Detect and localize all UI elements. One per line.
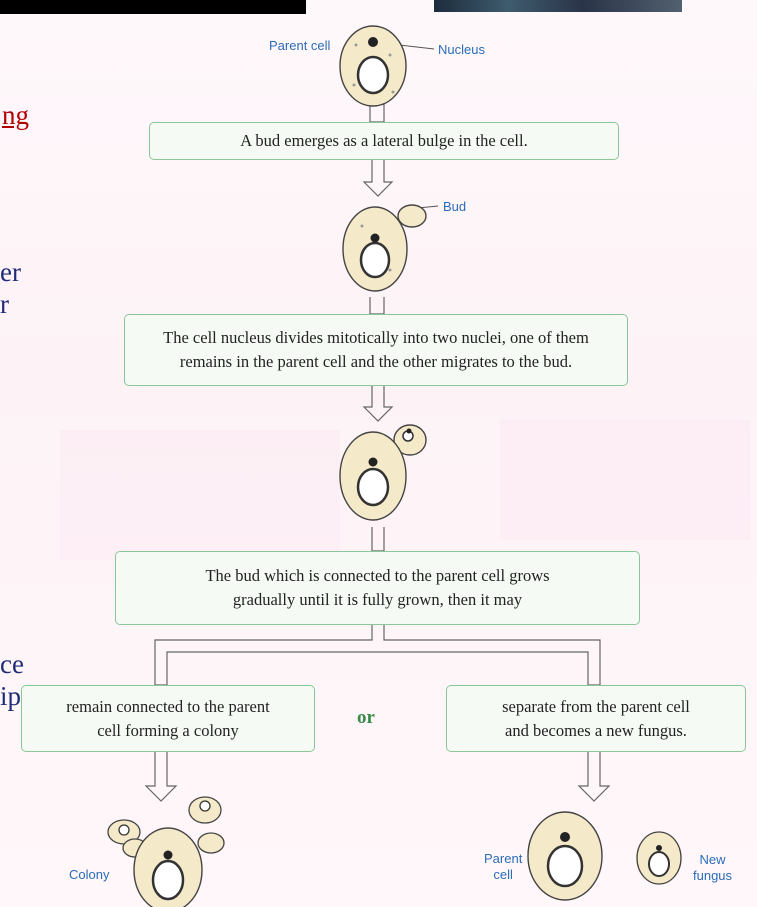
split-connector [154, 625, 601, 686]
label-parent-cell-bottom: Parent cell [484, 851, 522, 884]
colony-cells [107, 796, 225, 907]
top-photo-image [434, 0, 682, 12]
left-text-fragment: ip [0, 681, 22, 711]
left-link-fragment[interactable]: ng [2, 100, 29, 130]
option-box-right: separate from the parent cell and become… [446, 685, 746, 752]
separated-cells [527, 811, 682, 901]
option-text-right-line2: and becomes a new fungus. [505, 720, 687, 740]
arrow-2 [362, 385, 394, 422]
faint-background-block [500, 420, 750, 540]
step-box-1: A bud emerges as a lateral bulge in the … [149, 122, 619, 160]
arrow-right [577, 752, 611, 802]
step-text-3-line1: The bud which is connected to the parent… [205, 566, 550, 586]
option-text-left: remain connected to the parent cell form… [66, 695, 269, 743]
step-box-3: The bud which is connected to the parent… [115, 551, 640, 625]
step-text-2: The cell nucleus divides mitotically int… [163, 326, 589, 374]
left-text-fragment: er [0, 257, 21, 287]
label-parent-cell: Parent cell [269, 38, 331, 53]
arrow-1 [362, 158, 394, 197]
arrow-left [144, 752, 178, 802]
flow-arrows [144, 104, 611, 802]
option-text-right: separate from the parent cell and become… [502, 695, 690, 743]
option-text-left-line2: cell forming a colony [97, 720, 239, 740]
label-new-fungus: New fungus [693, 852, 732, 885]
connector-2 [369, 297, 385, 315]
label-new-fungus-line2: fungus [693, 868, 733, 884]
label-parent-cell-bottom-line2: cell [493, 867, 513, 883]
left-text-fragment: r [0, 289, 9, 319]
connector-1 [369, 104, 385, 123]
step-text-2-line1: The cell nucleus divides mitotically int… [163, 328, 589, 348]
nucleus [368, 37, 378, 47]
dividing-cell [339, 424, 427, 521]
label-new-fungus-line1: New [699, 852, 726, 867]
budding-cell [342, 204, 427, 292]
top-black-image [0, 0, 306, 14]
step-text-2-line2: remains in the parent cell and the other… [179, 352, 573, 371]
parent-cell-top [339, 25, 407, 107]
step-text-3: The bud which is connected to the parent… [205, 564, 549, 612]
label-nucleus: Nucleus [438, 42, 485, 57]
option-text-right-line1: separate from the parent cell [502, 696, 690, 716]
step-box-2: The cell nucleus divides mitotically int… [124, 314, 628, 386]
connector-3 [371, 527, 385, 552]
or-connector: or [357, 707, 375, 728]
faint-background-block [60, 430, 340, 560]
label-colony: Colony [69, 867, 110, 882]
step-text-1: A bud emerges as a lateral bulge in the … [240, 131, 528, 151]
label-parent-cell-bottom-line1: Parent [484, 851, 523, 866]
option-box-left: remain connected to the parent cell form… [21, 685, 315, 752]
left-text-fragment: ce [0, 649, 24, 679]
label-bud: Bud [443, 199, 467, 214]
step-text-3-line2: gradually until it is fully grown, then … [232, 590, 523, 609]
bud [397, 204, 427, 228]
option-text-left-line1: remain connected to the parent [66, 696, 270, 716]
